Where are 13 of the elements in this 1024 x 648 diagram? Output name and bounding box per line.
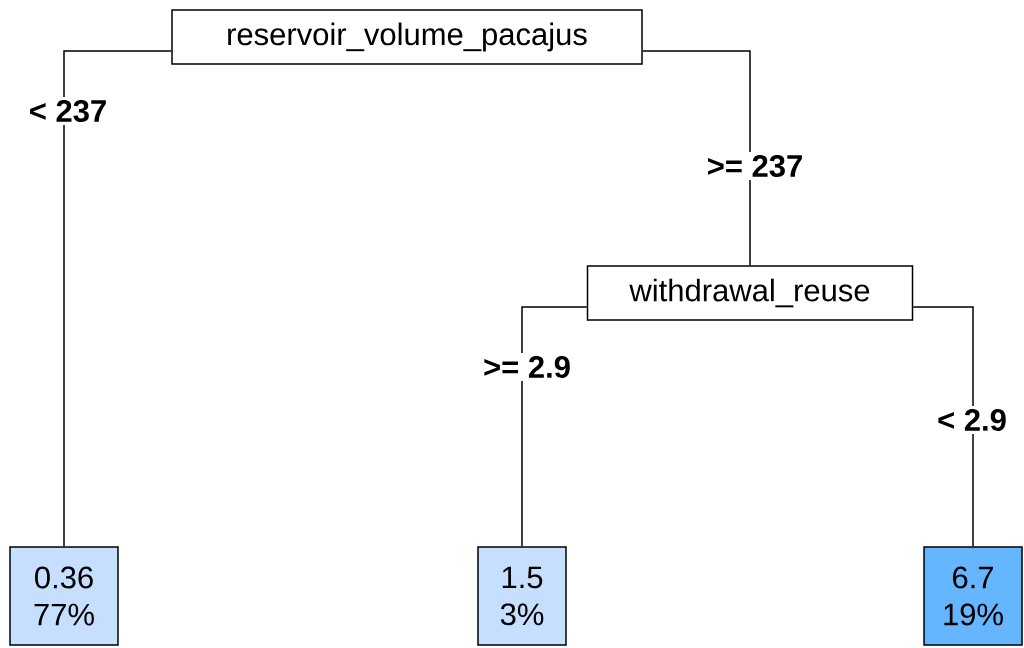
split-box: withdrawal_reuse [586,265,914,321]
edge-label: < 237 [25,97,111,125]
edge-label: >= 2.9 [480,353,574,381]
split-box: reservoir_volume_pacajus [171,9,643,65]
edge-label: < 2.9 [934,406,1010,434]
leaf-box: 0.36 77% [9,546,119,646]
connector [521,306,588,547]
edge-label: >= 237 [703,152,807,180]
leaf-box: 6.7 19% [923,546,1023,646]
connector [63,50,172,547]
leaf-box: 1.5 3% [477,546,567,646]
connector [642,50,751,266]
connector [912,306,974,547]
